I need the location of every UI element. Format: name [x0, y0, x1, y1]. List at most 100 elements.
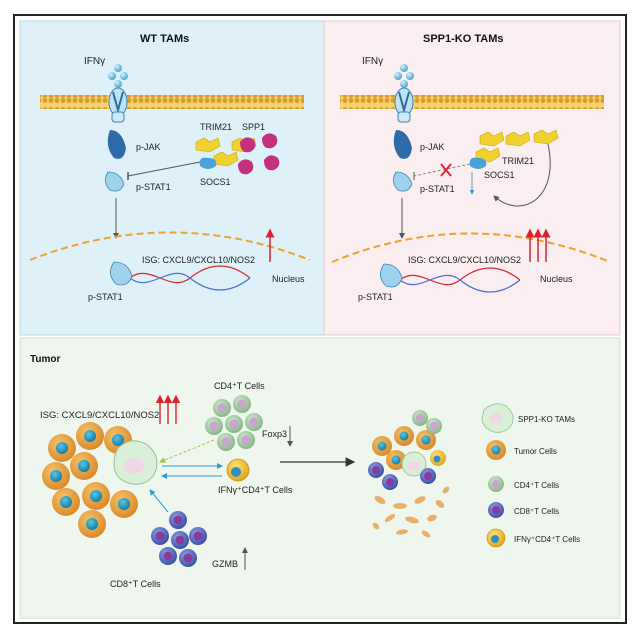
wt-nuclear-envelope [29, 231, 311, 261]
wt-nuclear-pstat1-icon [110, 261, 133, 286]
ko-trim21-icon [475, 129, 559, 163]
wt-pstat1-label: p-STAT1 [136, 182, 171, 192]
cd8-cell-icon [368, 462, 384, 478]
wt-panel-background [19, 20, 325, 336]
ifng-cd4-cell-icon [430, 450, 446, 466]
wt-pjak-icon [107, 130, 126, 159]
cd8-to-tam-arrow [149, 489, 169, 513]
tumor-panel-background [19, 337, 621, 619]
foxp3-label: Foxp3 [262, 429, 287, 439]
tumor-mass-right [368, 410, 450, 538]
cd4-tcell-cluster [205, 395, 263, 451]
wt-isg-label: ISG: CXCL9/CXCL10/NOS2 [142, 255, 255, 265]
wt-ifngr-receptor-icon [108, 87, 128, 123]
wt-dna-icon [129, 265, 251, 291]
wt-nucleus-label: Nucleus [272, 274, 305, 284]
tumor-panel-title: Tumor [30, 354, 60, 365]
wt-ifn-ligand-icon [108, 64, 128, 88]
cd4-cell-icon [225, 415, 243, 433]
ko-nuclear-envelope [331, 232, 611, 263]
tumor-cell-icon [82, 482, 110, 510]
tumor-cell-icon [76, 422, 104, 450]
cd4-cell-icon [217, 433, 235, 451]
spp1-ko-tam-icon [113, 440, 158, 485]
ko-dna-icon [399, 267, 521, 293]
cd8-cell-icon [189, 527, 207, 545]
tumor-cell-icon [78, 510, 106, 538]
legend-label: CD4⁺T Cells [514, 481, 559, 490]
legend-label: IFNγ⁺CD4⁺T Cells [514, 535, 580, 544]
cd8-cell-icon [151, 527, 169, 545]
ko-trim21-feedback-arrow [493, 143, 551, 207]
legend: SPP1-KO TAMs Tumor Cells CD4⁺T Cells CD8… [481, 403, 580, 548]
ko-isg-up-arrows [525, 228, 551, 262]
ko-trim21-label: TRIM21 [502, 156, 534, 166]
ifng-cd4-cell-icon [226, 458, 250, 482]
cd4-cell-icon [412, 410, 428, 426]
cd4-cell-icon [237, 431, 255, 449]
ko-pjak-label: p-JAK [420, 142, 445, 152]
ko-isg-label: ISG: CXCL9/CXCL10/NOS2 [408, 255, 521, 265]
cd4-cell-icon [233, 395, 251, 413]
cd8-tcell-cluster [151, 511, 207, 567]
ko-ifn-label: IFNγ [362, 56, 383, 67]
cd8-cell-icon [159, 547, 177, 565]
tumor-isg-up-arrows [155, 394, 181, 424]
ko-block-x-icon [440, 163, 452, 177]
cd4-cell-icon [213, 399, 231, 417]
cd8-cell-icon [420, 468, 436, 484]
tumor-cell-icon [70, 452, 98, 480]
cd4-tcell-label: CD4⁺T Cells [214, 381, 265, 391]
wt-cell-membrane [40, 95, 304, 109]
tumor-cell-icon [48, 434, 76, 462]
wt-socs1-icon [199, 157, 217, 169]
wt-ifn-label: IFNγ [84, 56, 105, 67]
tumor-cell-icon [52, 488, 80, 516]
cd8-cell-icon [179, 549, 197, 567]
wt-panel-title: WT TAMs [140, 33, 189, 45]
wt-pjak-label: p-JAK [136, 142, 161, 152]
cd8-cell-icon [169, 511, 187, 529]
tumor-debris-icon [372, 486, 450, 538]
legend-item: SPP1-KO TAMs [481, 403, 575, 433]
wt-trim21-label: TRIM21 [200, 122, 232, 132]
ko-pstat1-icon [393, 171, 413, 192]
legend-item: CD8⁺T Cells [488, 502, 559, 518]
ko-nucleus-label: Nucleus [540, 274, 573, 284]
tumor-isg-label: ISG: CXCL9/CXCL10/NOS2 [40, 410, 159, 421]
cd4-cell-icon [205, 417, 223, 435]
cd8-tcell-label: CD8⁺T Cells [110, 579, 161, 589]
ko-panel-background [323, 20, 621, 336]
legend-item: CD4⁺T Cells [488, 476, 559, 492]
wt-spp1-label: SPP1 [242, 122, 265, 132]
ko-panel-title: SPP1-KO TAMs [423, 33, 503, 45]
ko-socs1-label: SOCS1 [484, 170, 515, 180]
wt-socs1-label: SOCS1 [200, 177, 231, 187]
cd4-cell-icon [426, 418, 442, 434]
spp1-ko-tam-icon [401, 451, 427, 477]
tumor-mass-left [42, 422, 158, 538]
ko-socs1-icon [469, 157, 487, 169]
wt-panel: WT TAMs IFNγ p-JAK TRIM21 SPP1 [19, 20, 325, 336]
ko-nuclear-pstat1-label: p-STAT1 [358, 292, 393, 302]
ko-pjak-icon [393, 130, 412, 159]
ko-cell-membrane [340, 95, 604, 109]
tumor-cell-icon [386, 450, 406, 470]
ko-ifn-ligand-icon [394, 64, 414, 88]
tumor-cell-icon [416, 430, 436, 450]
ifng-cd4-tcell-label: IFNγ⁺CD4⁺T Cells [218, 485, 293, 495]
tumor-cell-icon [372, 436, 392, 456]
tumor-cell-icon [42, 462, 70, 490]
cd8-cell-icon [382, 474, 398, 490]
legend-item: IFNγ⁺CD4⁺T Cells [486, 528, 580, 548]
legend-label: CD8⁺T Cells [514, 507, 559, 516]
legend-label: Tumor Cells [514, 447, 557, 456]
ko-pstat1-label: p-STAT1 [420, 184, 455, 194]
cd8-cell-icon [171, 531, 189, 549]
tumor-cell-icon [110, 490, 138, 518]
wt-spp1-icon [238, 133, 280, 175]
ko-nuclear-pstat1-icon [380, 263, 403, 288]
tumor-cell-icon [394, 426, 414, 446]
wt-pstat1-icon [105, 171, 125, 192]
